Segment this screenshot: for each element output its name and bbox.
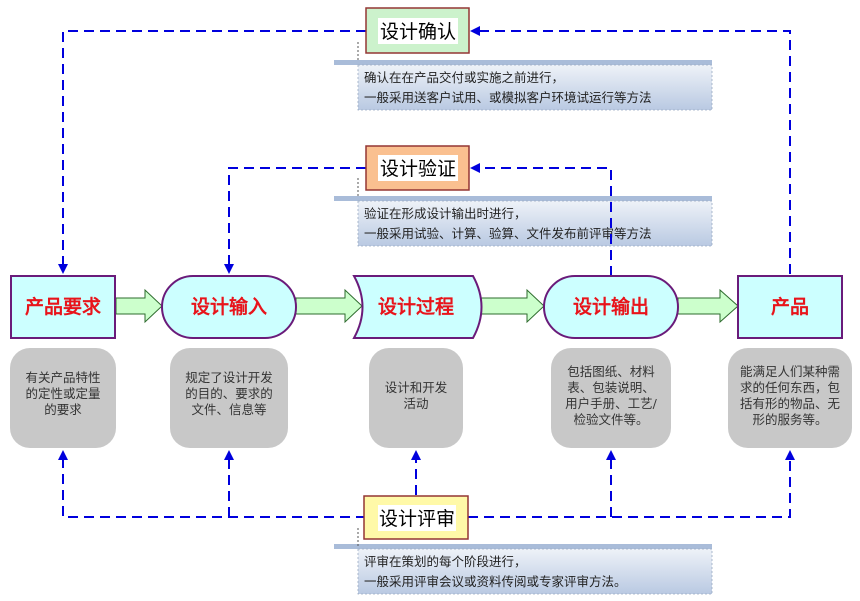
control-design-validation[interactable]: 设计确认 [365,7,470,54]
note-review-line-1: 评审在策划的每个阶段进行， [364,554,527,569]
note-review-line-2: 一般采用评审会议或资料传阅或专家评审方法。 [364,574,627,589]
node-product-requirements[interactable]: 产品要求 [10,275,116,339]
note-verification-line-2: 一般采用试验、计算、验算、文件发布前评审等方法 [364,226,652,241]
node-design-output-label: 设计输出 [573,295,649,318]
node-design-output[interactable]: 设计输出 [543,275,679,339]
desc-design-input: 规定了设计开发 的目的、要求的 文件、信息等 [170,348,288,448]
desc-line: 形的服务等。 [752,412,827,427]
node-product-label: 产品 [771,295,809,318]
desc-line: 的要求 [44,402,82,417]
flow-arrow-3 [477,288,545,324]
flow-arrow-1 [115,288,163,324]
control-design-verification[interactable]: 设计验证 [365,145,470,191]
node-product[interactable]: 产品 [737,275,843,339]
node-design-process[interactable]: 设计过程 [352,275,483,339]
note-review: 评审在策划的每个阶段进行， 一般采用评审会议或资料传阅或专家评审方法。 [334,528,713,595]
validation-line-from-product [470,26,791,274]
desc-line: 用户手册、工艺/ [565,396,658,411]
desc-line: 能满足人们某种需 [740,364,840,379]
review-line-right [468,450,795,518]
flow-arrow-4 [677,288,739,324]
flow-arrow-2 [295,288,363,324]
desc-line: 设计和开发 [385,380,448,395]
control-design-validation-label: 设计确认 [380,21,456,43]
validation-line-to-requirements [58,30,366,274]
note-validation-line-2: 一般采用送客户试用、或模拟客户环境试运行等方法 [364,90,652,105]
desc-line: 表、包装说明、 [567,380,655,395]
node-design-process-label: 设计过程 [378,296,454,318]
desc-line: 包括图纸、材料 [567,364,655,379]
desc-line: 的目的、要求的 [185,386,273,401]
desc-line: 活动 [403,396,428,411]
verification-line-to-input [224,167,366,274]
desc-product: 能满足人们某种需 求的任何东西，包 括有形的物品、无 形的服务等。 [728,348,852,448]
desc-line: 规定了设计开发 [185,370,273,385]
node-product-requirements-label: 产品要求 [25,295,102,318]
desc-line: 括有形的物品、无 [740,396,840,411]
feedback-lines [58,26,795,518]
flow-arrows [115,288,739,324]
desc-line: 求的任何东西，包 [740,380,840,395]
review-line-left [58,450,366,518]
control-design-verification-label: 设计验证 [380,158,456,180]
control-design-review-label: 设计评审 [379,508,455,530]
desc-line: 有关产品特性 [25,370,100,385]
desc-design-output: 包括图纸、材料 表、包装说明、 用户手册、工艺/ 检验文件等。 [551,348,671,448]
note-verification-line-1: 验证在形成设计输出时进行， [364,206,527,221]
desc-line: 的定性或定量 [25,386,100,401]
desc-line: 检验文件等。 [573,412,648,427]
control-design-review[interactable]: 设计评审 [363,495,469,540]
desc-product-requirements: 有关产品特性 的定性或定量 的要求 [10,348,116,448]
note-validation: 确认在在产品交付或实施之前进行， 一般采用送客户试用、或模拟客户环境试运行等方法 [334,42,713,111]
node-design-input[interactable]: 设计输入 [161,275,297,339]
node-design-input-label: 设计输入 [191,295,267,318]
desc-design-process: 设计和开发 活动 [369,348,463,448]
desc-line: 文件、信息等 [191,402,266,417]
note-verification: 验证在形成设计输出时进行， 一般采用试验、计算、验算、文件发布前评审等方法 [334,178,713,247]
note-validation-line-1: 确认在在产品交付或实施之前进行， [364,70,564,85]
